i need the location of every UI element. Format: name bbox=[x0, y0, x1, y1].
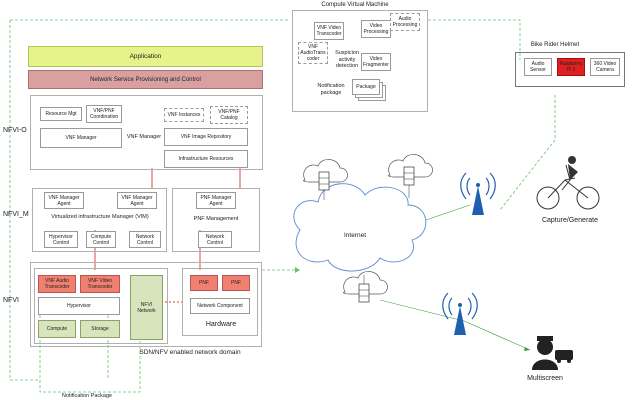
compute-box: Compute bbox=[38, 320, 76, 338]
helmet-title: Bike Rider Helmet bbox=[530, 42, 580, 48]
nsp-bar: Network Service Provisioning and Control bbox=[28, 70, 263, 89]
bike-rider-icon bbox=[536, 164, 600, 210]
storage-box: Storage bbox=[80, 320, 120, 338]
police-icon bbox=[532, 336, 573, 370]
internet-label: Internet bbox=[343, 232, 367, 239]
vim-section bbox=[32, 188, 167, 252]
vim-label: Virtualized infrastructure Manager (VIM) bbox=[51, 214, 149, 220]
nfvi-section bbox=[30, 262, 262, 347]
vm-vnf-video-box: VNF Video Transcoder bbox=[314, 22, 344, 40]
vnf-manager-inner-label: VNF Manager bbox=[65, 135, 97, 141]
application-bar: Application bbox=[28, 46, 263, 67]
network-control-label: Network Control bbox=[135, 233, 155, 246]
vnf-coordination-label: VNF/PNF Coordination bbox=[89, 108, 119, 120]
package-label: Package bbox=[356, 84, 376, 90]
internet-cloud bbox=[293, 183, 427, 272]
nsp-label: Network Service Provisioning and Control bbox=[90, 76, 201, 83]
resource-mgt-label: Resource Mgt bbox=[45, 111, 77, 117]
pnf-1-label: PNF bbox=[199, 280, 209, 286]
compute-control-box: Compute Control bbox=[86, 231, 116, 248]
hypervisor-label: Hypervisor bbox=[67, 303, 91, 309]
vm-section bbox=[292, 10, 428, 112]
pnf-1-box: PNF bbox=[190, 275, 218, 291]
pnf-2-box: PNF bbox=[222, 275, 250, 291]
pnf-network-control-label: Network Control bbox=[205, 233, 225, 246]
hardware-label: Hardware bbox=[205, 321, 237, 328]
layer-label-nfvi: NFVI bbox=[3, 297, 19, 304]
storage-label: Storage bbox=[91, 326, 109, 332]
capture-label: Capture/Generate bbox=[541, 217, 599, 224]
raspberry-box: Raspberry Pi 3 bbox=[557, 58, 585, 76]
nfvi-network-box: NFVI Network bbox=[130, 275, 163, 340]
pnf-section bbox=[172, 188, 260, 252]
vnf-catalog-label: VNF/PNF Catalog bbox=[218, 109, 240, 121]
vnf-catalog-box: VNF/PNF Catalog bbox=[210, 106, 248, 124]
vm-vnf-audio-label: VNF AudioTrans coder bbox=[300, 44, 326, 62]
vnf-audio-transcoder-box: VNF Audio Transcoder bbox=[38, 275, 76, 293]
vm-vnf-audio-box: VNF AudioTrans coder bbox=[298, 42, 328, 64]
vm-vnf-video-label: VNF Video Transcoder bbox=[316, 25, 342, 37]
audio-sensor-box: Audio Sensor bbox=[524, 58, 552, 76]
sdn-label: SDN/NFV enabled network domain bbox=[139, 349, 241, 356]
vnf-coordination-box: VNF/PNF Coordination bbox=[86, 105, 122, 123]
video-processing-label: Video Processing bbox=[363, 23, 389, 35]
pnf-network-control-box: Network Control bbox=[198, 231, 232, 248]
pnf-agent-label: PNF Manager Agent bbox=[200, 194, 232, 207]
network-component-label: Network Component bbox=[197, 303, 243, 309]
pnf-2-label: PNF bbox=[231, 280, 241, 286]
package-box: Package bbox=[352, 79, 380, 95]
helmet-section bbox=[515, 52, 625, 87]
audio-processing-box: Audio Processing bbox=[390, 13, 420, 31]
infra-resources-label: Infrastructure Resources bbox=[178, 156, 234, 162]
vnf-video-transcoder-box: VNF Video Transcoder bbox=[80, 275, 120, 293]
hypervisor-control-label: Hypervisor Control bbox=[49, 233, 73, 246]
layer-label-nfvo: NFVI-O bbox=[3, 127, 27, 134]
vnf-agent-1-box: VNF Manager Agent bbox=[44, 192, 84, 209]
image-repo-box: VNF Image Repository bbox=[164, 128, 248, 146]
nfvi-network-label: NFVI Network bbox=[137, 301, 156, 314]
vm-title: Compute Virtual Machine bbox=[321, 2, 389, 8]
vnf-audio-label: VNF Audio Transcoder bbox=[44, 278, 70, 290]
video-processing-box: Video Processing bbox=[361, 20, 391, 38]
vnf-agent-2-box: VNF Manager Agent bbox=[117, 192, 157, 209]
resource-mgt-box: Resource Mgt bbox=[40, 107, 82, 121]
audio-sensor-label: Audio Sensor bbox=[530, 61, 546, 73]
vnf-manager-inner-box: VNF Manager bbox=[40, 128, 122, 148]
antenna-icon-bottom bbox=[442, 292, 478, 320]
nfvo-section bbox=[30, 95, 263, 170]
audio-processing-label: Audio Processing bbox=[392, 16, 418, 28]
compute-control-label: Compute Control bbox=[90, 233, 112, 246]
vnf-agent-1-label: VNF Manager Agent bbox=[48, 194, 80, 207]
infra-resources-box: Infrastructure Resources bbox=[164, 150, 248, 168]
vnf-manager-label: VNF Manager bbox=[126, 134, 162, 140]
notification-package-label: Notification package bbox=[317, 83, 345, 96]
vnf-instances-box: VNF Instances bbox=[164, 108, 204, 122]
hypervisor-control-box: Hypervisor Control bbox=[44, 231, 78, 248]
camera-label: 360 Video Camera bbox=[593, 61, 617, 73]
network-control-box: Network Control bbox=[129, 231, 161, 248]
video-fragmenter-box: Video Fragmenter bbox=[361, 53, 391, 71]
antenna-icon-top bbox=[460, 172, 496, 200]
camera-box: 360 Video Camera bbox=[590, 58, 620, 76]
raspberry-label: Raspberry Pi 3 bbox=[559, 61, 583, 73]
video-fragmenter-label: Video Fragmenter bbox=[363, 56, 389, 68]
multiscreen-label: Multiscreen bbox=[527, 375, 563, 382]
hypervisor-box: Hypervisor bbox=[38, 297, 120, 315]
hardware-domain bbox=[182, 268, 258, 336]
vnf-video-label: VNF Video Transcoder bbox=[87, 278, 113, 290]
layer-label-nfvim: NFVI_M bbox=[3, 211, 29, 218]
nfvi-compute-domain bbox=[34, 268, 168, 344]
vnf-instances-label: VNF Instances bbox=[167, 112, 201, 118]
notification-bottom-label: Notification Package bbox=[61, 393, 113, 399]
vnf-agent-2-label: VNF Manager Agent bbox=[121, 194, 153, 207]
compute-label: Compute bbox=[46, 326, 68, 332]
suspicion-label: Suspicion activity detection bbox=[335, 50, 359, 69]
pnf-agent-box: PNF Manager Agent bbox=[196, 192, 236, 209]
application-label: Application bbox=[129, 52, 162, 60]
pnf-mgmt-label: PNF Management bbox=[193, 216, 239, 222]
image-repo-label: VNF Image Repository bbox=[180, 134, 232, 140]
network-component-box: Network Component bbox=[190, 298, 250, 314]
